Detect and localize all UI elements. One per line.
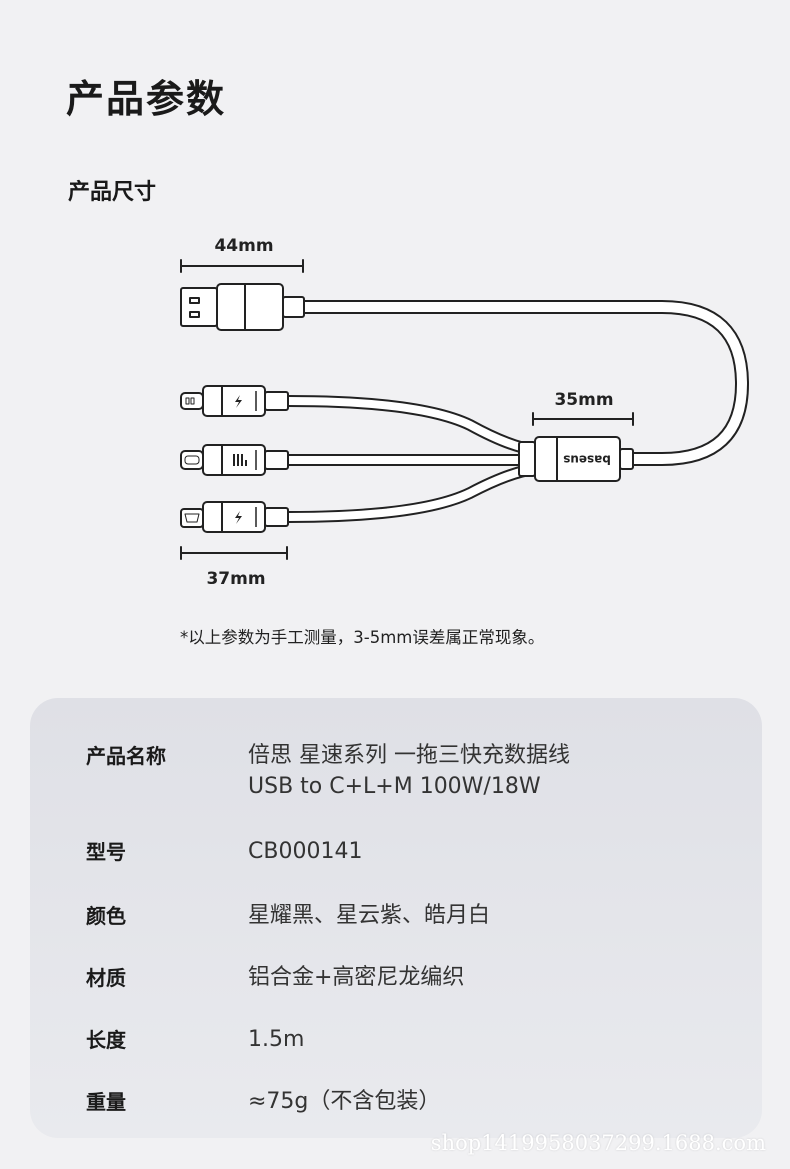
splitter-housing xyxy=(518,436,634,482)
spec-label: 材质 xyxy=(86,966,126,990)
micro-usb-connector xyxy=(180,501,289,533)
cable-dimension-diagram: baseus 44mm 35mm 37mm xyxy=(180,236,750,589)
page-title: 产品参数 xyxy=(66,77,227,121)
spec-label: 型号 xyxy=(86,840,126,864)
dim-label-usb: 44mm xyxy=(214,236,273,256)
spec-value: 1.5m xyxy=(248,1027,305,1052)
section-title: 产品尺寸 xyxy=(68,180,157,205)
micro-bolt-icon xyxy=(235,511,242,524)
spec-value: 倍思 星速系列 一拖三快充数据线 USB to C+L+M 100W/18W xyxy=(248,743,570,799)
shop-watermark: shop1419958037299.1688.com xyxy=(430,1131,766,1155)
brand-logo-text: baseus xyxy=(563,453,611,467)
dim-label-connector: 37mm xyxy=(206,569,265,589)
spec-value: 星耀黑、星云紫、皓月白 xyxy=(248,903,491,928)
spec-label: 产品名称 xyxy=(86,744,166,768)
spec-value: ≈75g（不含包装） xyxy=(248,1089,441,1114)
spec-label: 颜色 xyxy=(86,904,126,928)
spec-label: 长度 xyxy=(86,1028,126,1052)
spec-value: 铝合金+高密尼龙编织 xyxy=(248,965,465,990)
spec-label: 重量 xyxy=(86,1090,126,1114)
lightning-connector xyxy=(180,385,289,417)
dim-label-splitter: 35mm xyxy=(554,390,613,410)
measurement-note: *以上参数为手工测量，3-5mm误差属正常现象。 xyxy=(180,628,545,647)
lightning-bolt-icon xyxy=(235,395,242,408)
cable-diagram-svg: baseus 44mm 35mm 37mm xyxy=(180,236,750,589)
power-100w-icon xyxy=(233,454,247,466)
spec-value: CB000141 xyxy=(248,839,363,864)
spec-card: 产品名称 倍思 星速系列 一拖三快充数据线 USB to C+L+M 100W/… xyxy=(30,698,762,1138)
usb-a-connector xyxy=(180,283,305,331)
main-cable xyxy=(297,300,750,466)
branch-cables xyxy=(287,395,536,523)
